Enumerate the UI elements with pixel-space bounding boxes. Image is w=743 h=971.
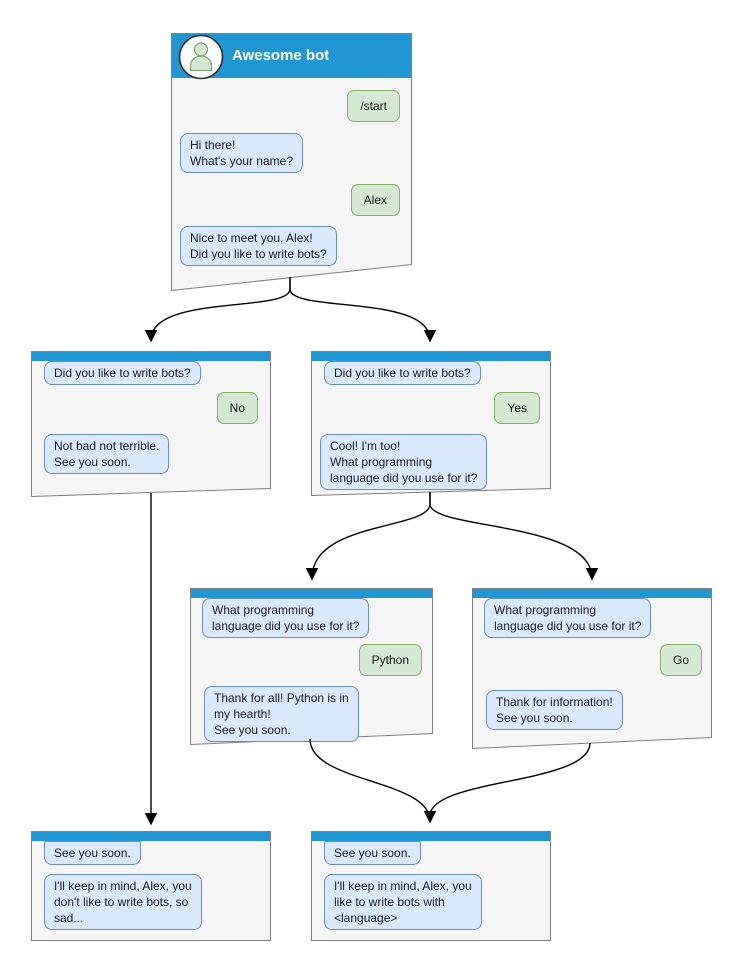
bot-message-bubble: Thank for all! Python is in my hearth! S…: [204, 686, 359, 742]
bot-message-bubble: See you soon.: [44, 841, 141, 865]
person-icon: [189, 42, 213, 72]
bot-message-bubble: Cool! I'm too! What programming language…: [320, 434, 488, 490]
window-title: Awesome bot: [232, 47, 330, 64]
edge-yes-to-python: [305, 492, 431, 581]
bot-message-bubble: Hi there! What's your name?: [180, 133, 304, 173]
bot-message-bubble: Did you like to write bots?: [324, 361, 481, 385]
chat-window-lang-go: What programming language did you use fo…: [472, 588, 712, 749]
bot-message-bubble: What programming language did you use fo…: [484, 598, 652, 638]
bot-message-bubble: I'll keep in mind, Alex, you like to wri…: [324, 874, 482, 930]
edge-python-to-end: [309, 738, 437, 824]
user-message-bubble: /start: [347, 90, 400, 122]
chat-window-branch-no: Did you like to write bots? No Not bad n…: [31, 351, 271, 497]
user-message-bubble: Alex: [350, 184, 400, 216]
window-header: [32, 352, 270, 361]
chat-window-lang-python: What programming language did you use fo…: [190, 588, 433, 745]
window-header: [312, 352, 550, 361]
bot-message-bubble: See you soon.: [324, 841, 421, 865]
bot-message-bubble: Thank for information! See you soon.: [486, 690, 623, 730]
window-header: [32, 832, 270, 841]
window-header: [473, 589, 711, 598]
bot-message-bubble: What programming language did you use fo…: [202, 598, 370, 638]
bot-avatar: [178, 34, 224, 80]
chat-window-start: Awesome bot /start Hi there! What's your…: [171, 33, 412, 291]
window-header: [312, 832, 550, 841]
bot-message-bubble: Did you like to write bots?: [44, 361, 201, 385]
bot-message-bubble: I'll keep in mind, Alex, you don't like …: [44, 874, 202, 930]
user-message-bubble: No: [216, 392, 258, 424]
chat-window-end-no: See you soon. I'll keep in mind, Alex, y…: [31, 831, 271, 941]
edge-go-to-end: [429, 742, 591, 817]
window-header: [191, 589, 432, 598]
user-message-bubble: Yes: [494, 392, 540, 424]
bot-message-bubble: Not bad not terrible. See you soon.: [44, 434, 170, 474]
chat-window-branch-yes: Did you like to write bots? Yes Cool! I'…: [311, 351, 551, 496]
user-message-bubble: Go: [659, 644, 702, 676]
edge-yes-to-go: [429, 492, 599, 581]
chat-window-end-yes: See you soon. I'll keep in mind, Alex, y…: [311, 831, 551, 941]
bot-message-bubble: Nice to meet you, Alex! Did you like to …: [180, 226, 337, 266]
user-message-bubble: Python: [358, 644, 422, 676]
